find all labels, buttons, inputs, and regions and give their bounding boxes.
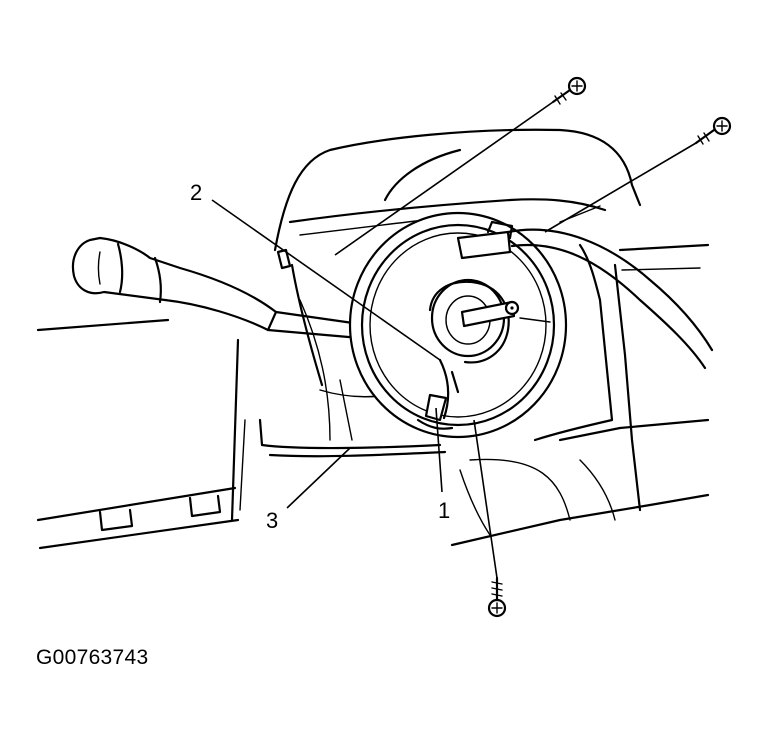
combination-switch-lever: [71, 236, 362, 387]
callout-1-label: 1: [438, 498, 450, 523]
screw-top: [551, 76, 587, 105]
clock-spring: [348, 205, 714, 439]
callout-leaders: [211, 199, 443, 509]
callout-2-label: 2: [190, 180, 202, 205]
figure-id-label: G00763743: [36, 646, 149, 669]
screw-leader-lines: [334, 101, 697, 579]
screw-right: [694, 116, 732, 145]
dashboard-panel: [36, 243, 710, 550]
screw-bottom: [487, 576, 507, 618]
callout-3-label: 3: [266, 508, 278, 533]
column-upper-cover: [273, 128, 642, 252]
